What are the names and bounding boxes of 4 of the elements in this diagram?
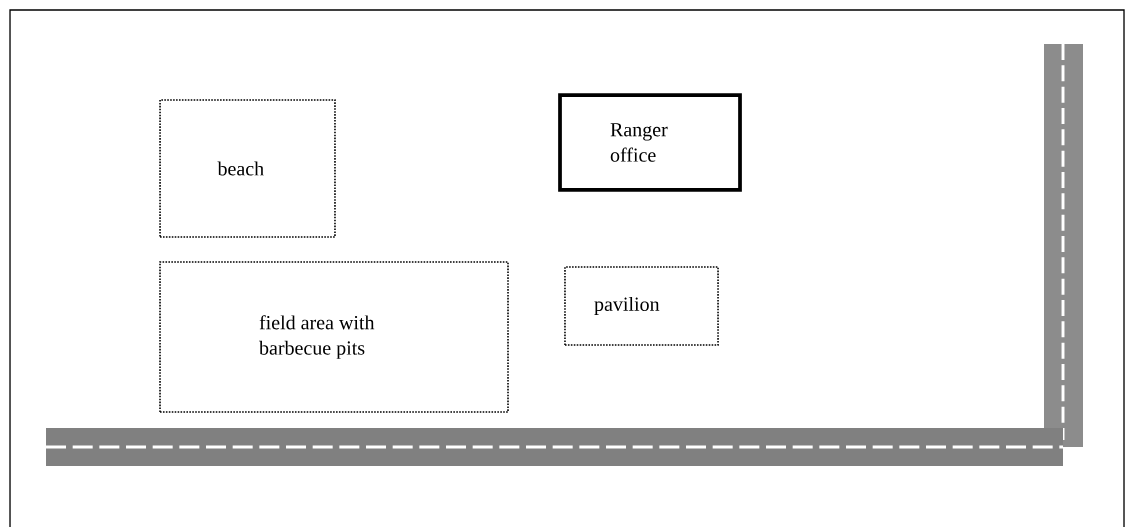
area-box: pavilion [564,266,719,346]
area-box: beach [159,99,336,238]
area-box: field area with barbecue pits [159,261,509,413]
area-box: Ranger office [558,93,742,192]
